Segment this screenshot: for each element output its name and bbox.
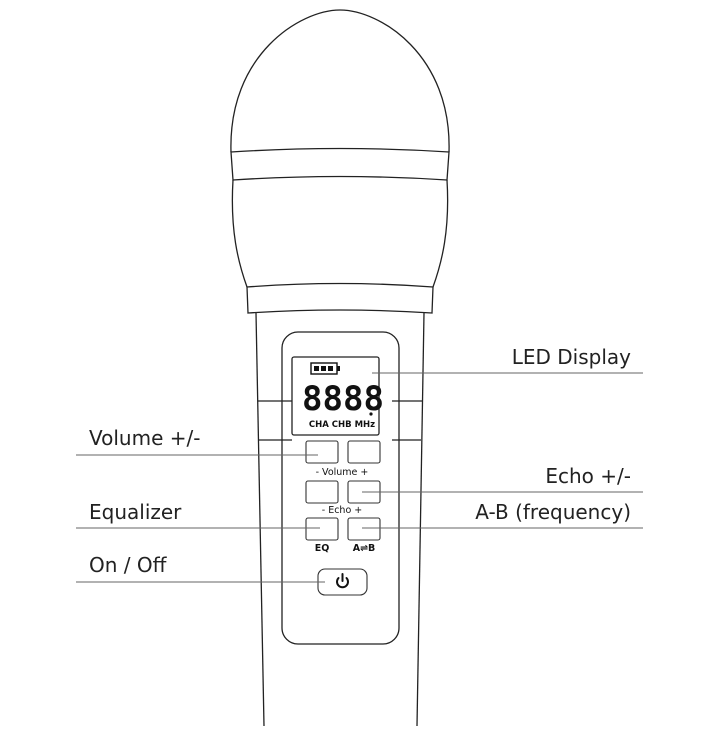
led-digits: 8888 [302,379,384,419]
label-on-off: On / Off [89,553,168,577]
microphone-head [230,9,450,314]
label-led-display: LED Display [512,345,631,369]
channel-text: CHA CHB MHz [309,420,375,430]
volume-minus-button[interactable] [305,440,339,464]
volume-plus-button[interactable] [347,440,381,464]
eq-button[interactable] [305,517,339,541]
label-echo: Echo +/- [545,464,631,488]
ab-caption: A⇌B [353,543,376,554]
led-display: 8888 CHA CHB MHz [291,356,384,436]
label-ab-frequency: A-B (frequency) [475,500,631,524]
power-icon [336,573,349,589]
label-volume: Volume +/- [89,426,200,450]
echo-caption: - Echo + [322,505,363,516]
battery-icon [310,362,340,375]
eq-caption: EQ [315,543,330,554]
volume-caption: - Volume + [316,467,369,478]
ab-button[interactable] [347,517,381,541]
control-panel [281,331,400,645]
echo-minus-button[interactable] [305,480,339,504]
label-equalizer: Equalizer [89,500,182,524]
led-decimal-dot [369,412,373,416]
microphone-handle [255,312,425,727]
power-button[interactable] [317,568,368,596]
